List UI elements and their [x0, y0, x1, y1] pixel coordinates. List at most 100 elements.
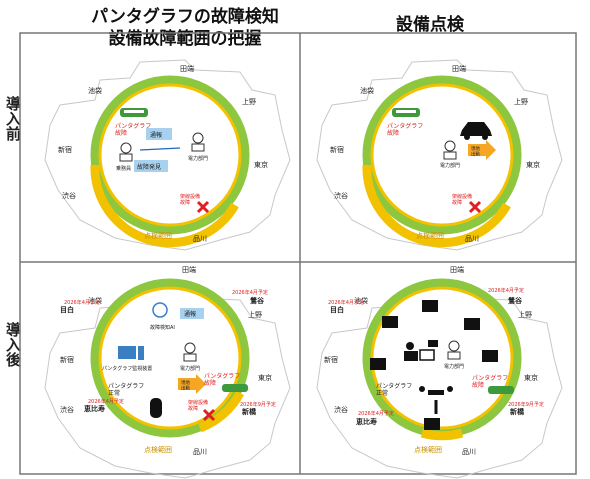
- station-tokyo: 東京: [526, 160, 540, 169]
- on-site-label: 現地出動: [471, 145, 480, 158]
- station-shibuya: 渋谷: [60, 405, 74, 414]
- report-callout: [146, 128, 172, 140]
- inspection-range-arc: [90, 164, 239, 248]
- fault-x-icon: [202, 408, 216, 422]
- ai-brain-icon: [152, 302, 168, 318]
- box-icon: [424, 418, 440, 430]
- pantograph-fault-label: パンタグラフ故障: [472, 374, 508, 389]
- on-site-arrow: [468, 140, 496, 160]
- station-ebisu: 恵比寿: [84, 404, 105, 413]
- quadrant-before-inspection: 田端 上野 東京 品川 渋谷 新宿 池袋 パンタグラフ故障 電力部門 現地出動 …: [316, 59, 563, 251]
- station-mejiro: 目白: [330, 305, 344, 314]
- station-tabata: 田端: [180, 64, 194, 73]
- box-icon: [382, 316, 398, 328]
- quadrant-after-inspection: 田端 上野 東京 品川 渋谷 新宿 池袋 目白 鶯谷 恵比寿 新橋 2026年4…: [316, 265, 563, 479]
- pantograph-normal-label: パンタグラフ正常: [376, 382, 412, 397]
- date-mejiro: 2026年4月予定: [328, 299, 364, 306]
- monitor-icon: [118, 346, 136, 359]
- station-ueno: 上野: [514, 97, 528, 106]
- on-site-label: 現地出動: [181, 379, 190, 392]
- left-column-title: パンタグラフの故障検知 設備故障範囲の把握: [70, 6, 300, 50]
- power-dept-label: 電力部門: [188, 155, 208, 162]
- inspection-range-arc: [362, 164, 511, 248]
- power-dept-icon: [184, 342, 196, 354]
- inspection-boxes: [370, 300, 498, 430]
- station-ebisu: 恵比寿: [356, 417, 377, 426]
- inspection-range-label: 点検範囲: [144, 231, 172, 240]
- inspection-range-label: 点検範囲: [414, 445, 442, 454]
- station-shibuya: 渋谷: [334, 405, 348, 414]
- drone-icon: [419, 386, 453, 395]
- station-uguisudani: 鶯谷: [250, 296, 265, 305]
- report-text: 通報: [184, 310, 196, 318]
- on-site-arrow: [178, 374, 206, 394]
- grid-frame: [19, 32, 577, 475]
- station-uguisudani: 鶯谷: [508, 296, 523, 305]
- ring-inner-line: [98, 83, 242, 227]
- station-shibuya: 渋谷: [62, 191, 76, 200]
- pantograph-normal-label: パンタグラフ正常: [108, 382, 144, 397]
- date-ebisu: 2026年4月予定: [358, 410, 394, 417]
- station-tokyo: 東京: [258, 373, 272, 382]
- station-shibuya: 渋谷: [334, 191, 348, 200]
- conductor-icon: [120, 142, 132, 154]
- pantograph-fault-label: パンタグラフ故障: [115, 122, 151, 137]
- left-title-line-2: 設備故障範囲の把握: [108, 29, 262, 49]
- station-shinjuku: 新宿: [324, 355, 338, 364]
- yamanote-ring: [362, 75, 522, 235]
- date-uguisudani: 2026年4月予定: [232, 289, 268, 296]
- ai-label: 故障検知AI: [150, 324, 175, 331]
- station-shinagawa: 品川: [465, 235, 479, 243]
- row-label-before: 導入前: [2, 96, 22, 147]
- box-icon: [370, 358, 386, 370]
- date-uguisudani: 2026年4月予定: [488, 287, 524, 294]
- date-mejiro: 2026年4月予定: [64, 299, 100, 306]
- station-shinjuku: 新宿: [330, 145, 344, 154]
- power-dept-label: 電力部門: [440, 162, 460, 169]
- inspection-range-label: 点検範囲: [416, 231, 444, 240]
- power-dept-icon: [192, 132, 204, 144]
- box-icon: [422, 300, 438, 312]
- power-dept-label: 電力部門: [444, 363, 464, 370]
- station-shimbashi: 新橋: [510, 407, 525, 416]
- station-ikebukuro: 池袋: [88, 296, 102, 305]
- station-tabata: 田端: [450, 265, 464, 274]
- equipment-fault-label: 架線設備故障: [452, 193, 472, 206]
- inspection-range-arc: [420, 428, 464, 441]
- station-shinagawa: 品川: [462, 448, 476, 456]
- quadrant-before-detection: 田端 上野 東京 品川 渋谷 新宿 池袋 パンタグラフ故障 乗務員 通報 故障発…: [44, 59, 291, 251]
- ring-inner-line: [98, 286, 242, 430]
- station-mejiro: 目白: [60, 305, 74, 314]
- station-ueno: 上野: [242, 97, 256, 106]
- fault-found-text: 故障発見: [137, 163, 161, 171]
- ring-inner-line: [370, 83, 514, 227]
- report-text: 通報: [150, 131, 162, 139]
- car-icon: [460, 122, 492, 136]
- row-label-after: 導入後: [2, 322, 22, 373]
- conductor-label: 乗務員: [116, 165, 131, 172]
- station-shimbashi: 新橋: [242, 407, 257, 416]
- right-column-title: 設備点検: [396, 15, 464, 35]
- report-arrow: [139, 147, 181, 151]
- worker-icon: [406, 342, 414, 350]
- station-ikebukuro: 池袋: [88, 86, 102, 95]
- station-ikebukuro: 池袋: [360, 86, 374, 95]
- monitor-label: パンタグラフ監視装置: [102, 365, 152, 372]
- computer-icon: [419, 349, 435, 361]
- station-shinagawa: 品川: [193, 235, 207, 243]
- power-dept-icon: [444, 140, 456, 152]
- box-icon: [482, 350, 498, 362]
- train-icon: [222, 384, 248, 392]
- station-ueno: 上野: [518, 310, 532, 319]
- left-title-line-1: パンタグラフの故障検知: [91, 7, 279, 27]
- date-shimbashi: 2026年9月予定: [240, 401, 276, 408]
- station-shinjuku: 新宿: [60, 355, 74, 364]
- box-icon: [464, 318, 480, 330]
- row-label-after-text: 導入後: [4, 322, 22, 367]
- power-dept-label: 電力部門: [180, 365, 200, 372]
- quadrant-after-detection: 田端 上野 東京 品川 渋谷 新宿 池袋 目白 鶯谷 恵比寿 新橋 2026年4…: [44, 265, 291, 479]
- power-dept-icon: [448, 340, 460, 352]
- inspection-range-label: 点検範囲: [144, 445, 172, 454]
- station-ikebukuro: 池袋: [354, 296, 368, 305]
- car-icon: [150, 398, 162, 418]
